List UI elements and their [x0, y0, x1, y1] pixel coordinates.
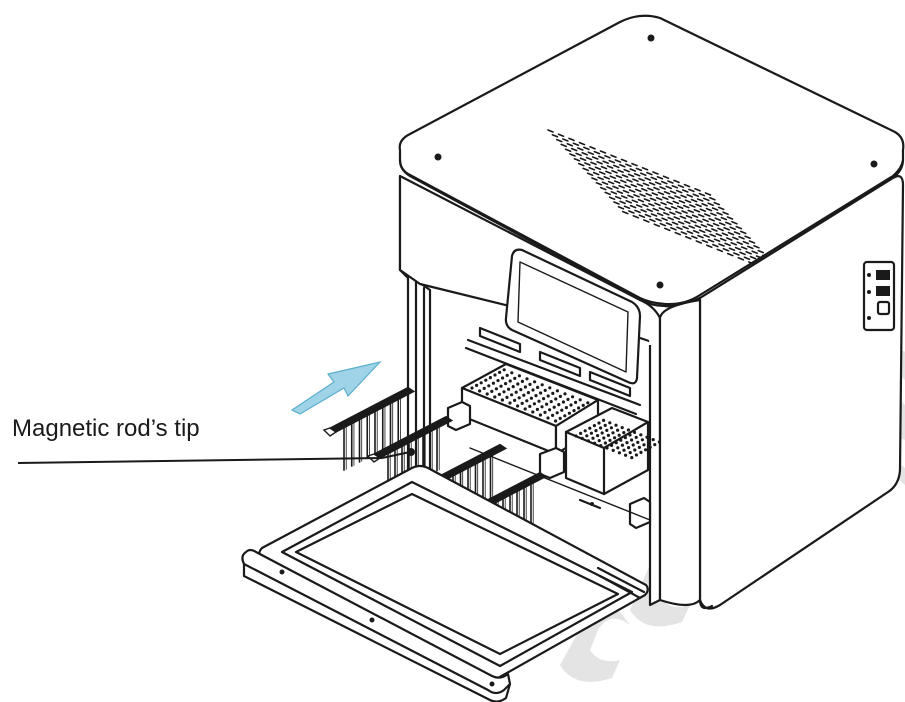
touchscreen	[504, 248, 642, 385]
deep-well-plate	[470, 368, 590, 423]
magnetic-rod-comb	[322, 386, 416, 471]
callout-leader-line	[17, 448, 415, 464]
side-ports	[862, 260, 896, 332]
instrument-right-side	[698, 175, 905, 610]
insertion-direction-arrow	[290, 360, 382, 415]
drawer-tray	[241, 464, 649, 702]
deep-well-plate	[574, 418, 662, 460]
ventilation-grille	[547, 129, 787, 278]
interior-deck	[446, 326, 662, 530]
callout-label: Magnetic rod’s tip	[12, 415, 200, 442]
callout-anchor-dot	[407, 448, 415, 456]
